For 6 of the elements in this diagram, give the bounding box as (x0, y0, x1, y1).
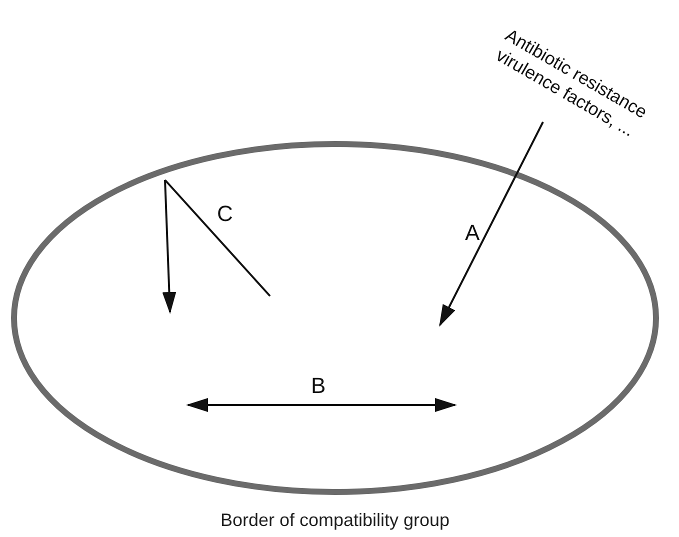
arrow-letter: C (217, 203, 233, 225)
arrow (439, 122, 544, 327)
ellipse-caption: Border of compatibility group (219, 510, 451, 531)
ellipse-outline (10, 140, 660, 496)
arrow-letter: B (311, 375, 326, 397)
edge-label: A (465, 222, 480, 244)
